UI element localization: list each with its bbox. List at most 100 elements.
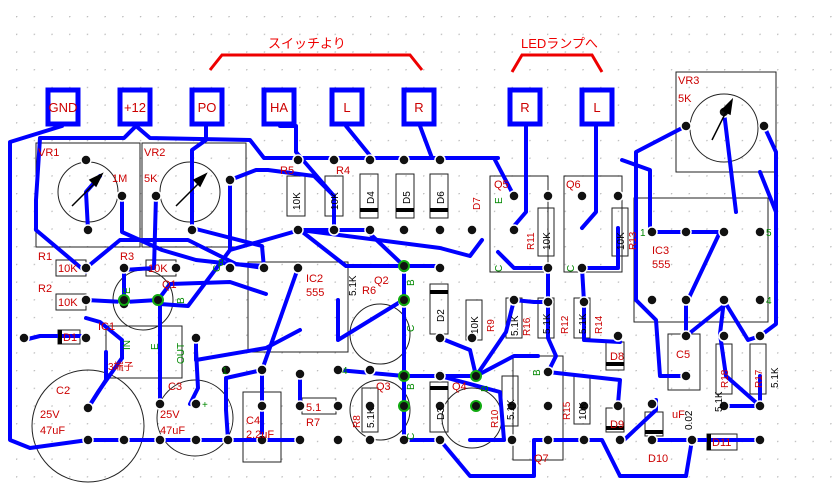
label-ic2: IC2 <box>306 273 323 285</box>
value-r9: 10K <box>470 316 481 334</box>
connector-r-in: R <box>414 100 423 115</box>
label-r5: R5 <box>280 165 294 177</box>
label-q2: Q2 <box>374 275 389 287</box>
label-q5: Q5 <box>494 179 509 191</box>
value-r13: 10K <box>616 232 627 250</box>
value-r4: 10K <box>330 192 341 210</box>
pin-q5-c: C <box>494 265 505 272</box>
label-r13: R13 <box>628 231 639 250</box>
value-r17: 5.1K <box>770 367 781 388</box>
pin-ic1-out: OUT <box>176 343 187 364</box>
label-ic3-value: 555 <box>652 259 670 271</box>
value-d4: D4 <box>366 191 377 204</box>
value-r15: 10K <box>578 402 589 420</box>
label-r9: R9 <box>486 319 497 332</box>
label-vr2: VR2 <box>144 147 165 159</box>
label-c3-capacitance: 47uF <box>160 425 185 437</box>
value-c5: 0.02 <box>684 410 695 430</box>
label-r1: R1 <box>38 251 52 263</box>
label-q3: Q3 <box>376 381 391 393</box>
label-r2: R2 <box>38 283 52 295</box>
connector-l-in: L <box>343 100 350 115</box>
label-ic1: IC1 <box>98 321 115 333</box>
label-q7: Q7 <box>534 453 549 465</box>
value-d3: D3 <box>436 407 447 420</box>
label-c3-voltage: 25V <box>160 409 180 421</box>
label-r4: R4 <box>336 165 350 177</box>
pin-ic2-8: 8 <box>218 258 224 269</box>
connector-labels: GND +12 PO HA L R R L <box>49 100 601 115</box>
label-q4: Q4 <box>452 381 467 393</box>
pin-q1-b: B <box>176 297 187 304</box>
value-r18: 5.1K <box>714 391 725 412</box>
label-c4-capacitance: 2.2uF <box>246 429 274 441</box>
value-r16: 5.1K <box>510 315 521 336</box>
label-c5-unit: uF <box>672 409 685 421</box>
label-q6: Q6 <box>566 179 581 191</box>
pin-ic2-4: 4 <box>342 366 348 377</box>
connector-12v: +12 <box>124 100 146 115</box>
label-r12: R12 <box>560 315 571 334</box>
value-r5: 10K <box>292 192 303 210</box>
label-vr1-value: 1M <box>112 173 127 185</box>
label-d11: D11 <box>712 437 731 449</box>
value-d7: D7 <box>472 197 483 210</box>
pin-q2-c: C <box>406 325 417 332</box>
label-r2-value: 10K <box>58 297 78 309</box>
label-vr3: VR3 <box>678 75 699 87</box>
pin-q3-b: B <box>406 383 417 390</box>
label-r14: R14 <box>594 315 605 334</box>
label-r16: R16 <box>522 317 533 336</box>
value-r6: 5.1K <box>348 275 359 296</box>
pin-ic3-5: 5 <box>766 228 772 239</box>
label-ic1-note: 3端子 <box>108 360 134 373</box>
value-r8: 5.1K <box>366 407 377 428</box>
switch-bracket <box>208 53 604 73</box>
pin-ic3-4: 4 <box>766 296 772 307</box>
solder-pads-green <box>118 260 482 412</box>
diode-bands <box>58 208 711 450</box>
label-c3: C3 <box>168 381 182 393</box>
solder-points <box>18 106 770 446</box>
label-r7: R7 <box>306 417 320 429</box>
label-vr2-value: 5K <box>144 173 158 185</box>
label-r3-value: 10K <box>148 263 168 275</box>
label-r11: R11 <box>526 232 537 250</box>
pin-q1-e: E <box>122 287 133 294</box>
label-r7-value: 5.1 <box>306 402 321 414</box>
value-r11: 10K <box>542 232 553 250</box>
pin-ic1-e: E <box>150 343 161 350</box>
label-d8: D8 <box>610 351 624 363</box>
rotated-values: 10K 10K D4 D5 D6 D7 5.1K D2 10K R9 5.1K … <box>292 191 781 430</box>
value-r14: 5.1K <box>578 313 589 334</box>
switch-label: スイッチより <box>268 36 346 51</box>
pin-q1-c: C <box>212 265 223 272</box>
connector-boxes <box>45 87 615 127</box>
value-r12: 5.1K <box>542 313 553 334</box>
label-r3: R3 <box>120 251 134 263</box>
label-d10: D10 <box>648 453 668 465</box>
label-c2-voltage: 25V <box>40 409 60 421</box>
pin-ic3-1: 1 <box>640 228 646 239</box>
label-c2: C2 <box>56 385 70 397</box>
value-d6: D6 <box>436 191 447 204</box>
label-r10: R10 <box>490 409 501 428</box>
label-d1: D1 <box>63 332 77 344</box>
connector-gnd: GND <box>49 100 78 115</box>
label-q1: Q1 <box>162 279 177 291</box>
label-d9: D9 <box>610 419 624 431</box>
label-r8: R8 <box>352 415 363 428</box>
pin-q6-c: C <box>566 265 577 272</box>
label-ic3: IC3 <box>652 245 669 257</box>
label-r17: R17 <box>754 369 765 388</box>
label-r15: R15 <box>562 401 573 420</box>
component-labels: VR1 1M VR2 5K VR3 5K R1 10K R2 10K R3 10… <box>38 75 731 465</box>
c3-plus: + <box>202 400 208 411</box>
pin-q7-b: B <box>532 369 543 376</box>
pin-q3-c: C <box>406 433 417 440</box>
label-vr3-value: 5K <box>678 93 692 105</box>
label-r18: R18 <box>720 369 731 388</box>
label-c5: C5 <box>676 349 690 361</box>
pin-q2-b: B <box>406 279 417 286</box>
